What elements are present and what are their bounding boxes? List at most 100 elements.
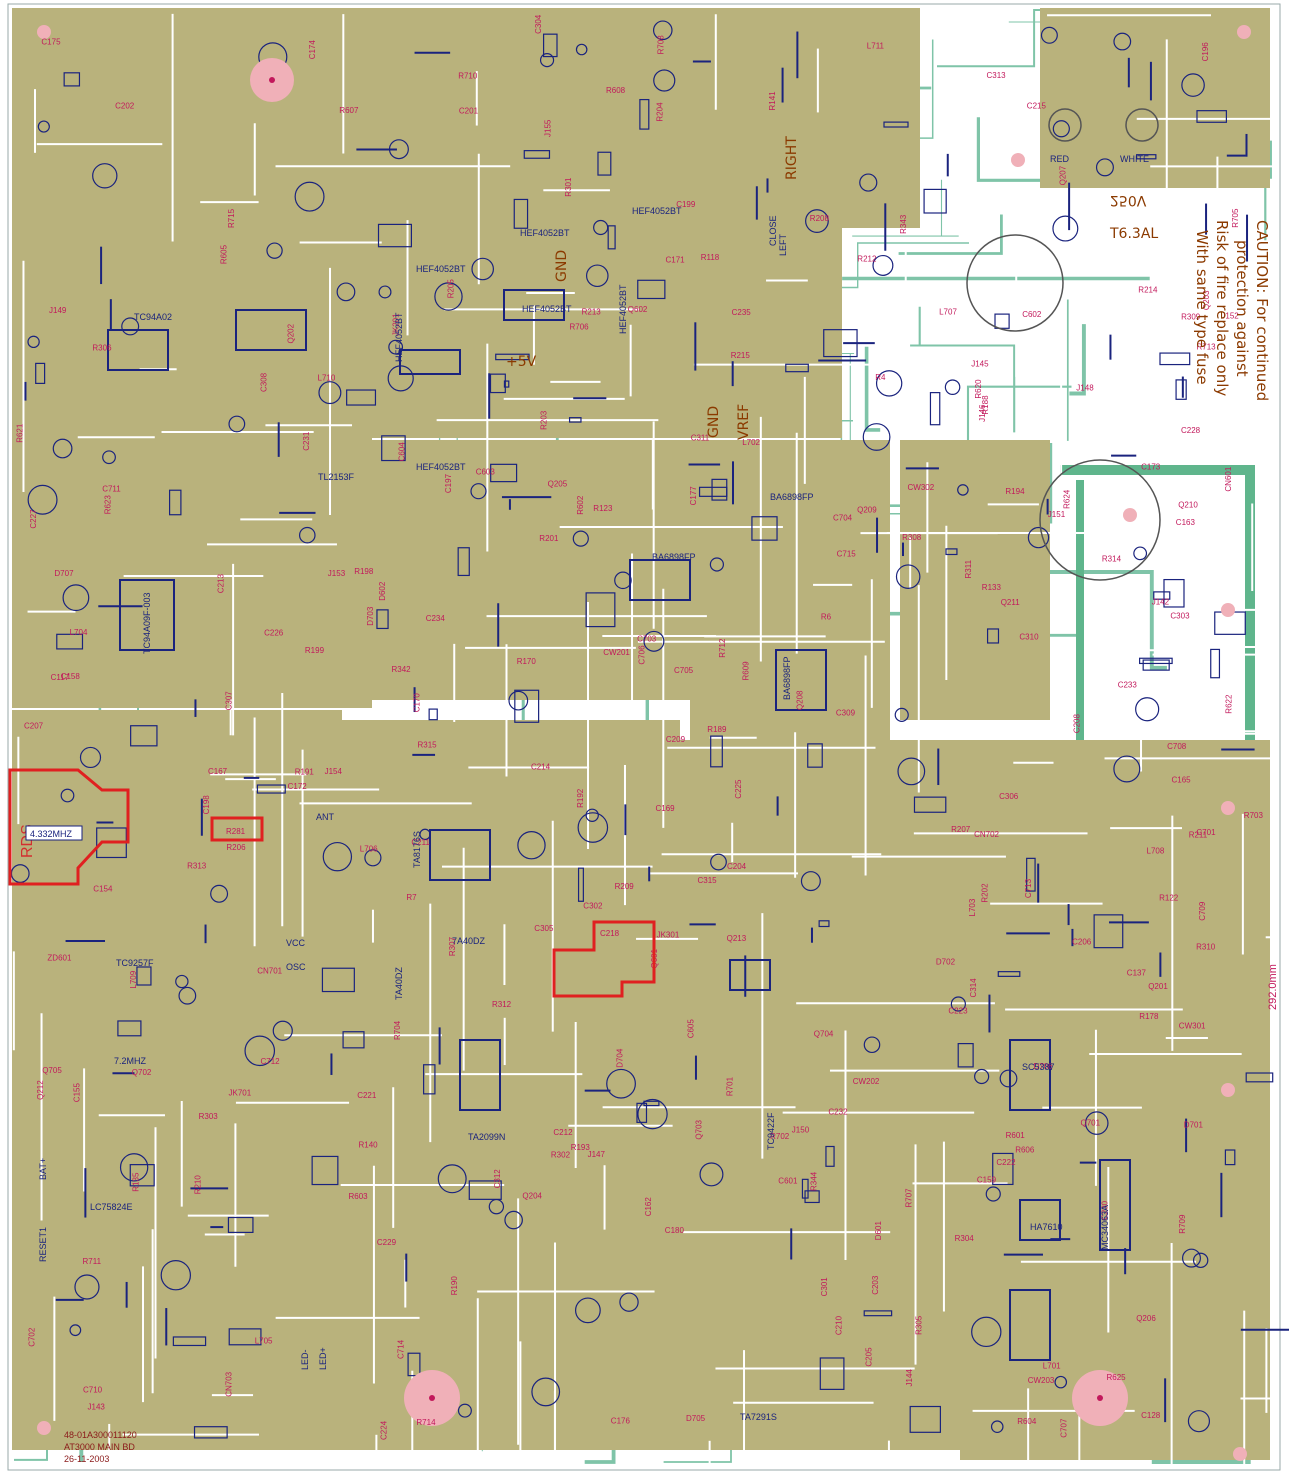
part-label: L710 [318, 374, 336, 383]
capacitor-outline [488, 1198, 505, 1215]
part-label: R603 [349, 1192, 369, 1201]
component-outline [863, 1310, 893, 1317]
component-outline [56, 633, 84, 650]
component-outline [909, 1405, 941, 1433]
part-label: R712 [718, 638, 727, 658]
pad [1011, 153, 1025, 167]
part-label: L707 [939, 308, 957, 317]
part-label: C312 [493, 1169, 502, 1189]
part-label: R344 [810, 1171, 819, 1191]
capacitor-outline [1052, 120, 1070, 138]
part-label: R702 [770, 1132, 790, 1141]
capacitor-outline [60, 788, 75, 803]
part-label: R624 [1063, 489, 1072, 509]
component-outline [428, 708, 438, 721]
component-outline [117, 1020, 142, 1037]
capacitor-outline [990, 1420, 1004, 1434]
part-label: L708 [1147, 847, 1165, 856]
bat-plus-label: BAT+ [38, 1158, 48, 1180]
part-label: D706 [1034, 1062, 1054, 1071]
pad [1233, 1447, 1247, 1461]
part-label: L709 [129, 970, 138, 988]
part-label: C199 [676, 200, 696, 209]
part-label: R178 [1139, 1012, 1159, 1021]
capacitor-outline [805, 209, 829, 233]
part-label: J151 [1048, 510, 1066, 519]
part-label: R621 [15, 423, 24, 443]
capacitor-outline [859, 173, 878, 192]
component-outline [637, 279, 666, 300]
pcb-trace [1069, 324, 1086, 396]
part-label: L704 [70, 628, 88, 637]
part-label: R601 [1006, 1131, 1026, 1140]
component-outline [785, 363, 809, 373]
capacitor-outline [872, 254, 894, 276]
component-outline [1196, 110, 1227, 123]
part-label: R713 [1197, 343, 1217, 352]
capacitor-outline [863, 1036, 881, 1054]
capacitor-outline [175, 974, 189, 989]
ic-label: HEF4052BT [394, 312, 404, 362]
part-label: Q702 [132, 1068, 152, 1077]
part-label: C301 [820, 1277, 829, 1297]
capacitor-outline [27, 335, 40, 349]
pad [1221, 1083, 1235, 1097]
part-label: C225 [734, 779, 743, 799]
part-label: R706 [570, 323, 590, 332]
part-label: C702 [27, 1327, 36, 1347]
copper-region [880, 740, 1270, 1300]
component-outline [994, 313, 1010, 329]
part-label: J154 [325, 767, 343, 776]
part-label: R307 [448, 936, 457, 956]
part-label: L705 [255, 1337, 273, 1346]
part-label: Q213 [727, 934, 747, 943]
part-label: C703 [637, 634, 657, 643]
part-label: Q201 [1148, 982, 1168, 991]
c218-label: C218 [600, 929, 620, 938]
copper-region [340, 720, 680, 1280]
r281-label: R281 [226, 827, 246, 836]
copper-region [1040, 8, 1270, 188]
part-label: C706 [637, 645, 646, 665]
part-label: C701 [1196, 828, 1216, 837]
component-outline [542, 33, 558, 58]
rca-jack-white [1125, 108, 1159, 142]
capacitor-outline [637, 1098, 668, 1130]
pad [37, 1421, 51, 1435]
ic-label: TC9257F [116, 958, 154, 968]
part-label: Q209 [857, 506, 877, 515]
component-outline [193, 1426, 228, 1439]
capacitor-outline [102, 450, 116, 465]
capacitor-outline [894, 707, 909, 722]
part-label: CW203 [1028, 1376, 1055, 1385]
part-label: C167 [208, 767, 228, 776]
part-label: C227 [29, 509, 38, 529]
part-label: R623 [104, 495, 113, 515]
part-label: J144 [905, 1369, 914, 1387]
board-id: 48-01A300011120 [64, 1430, 137, 1440]
part-label: Q204 [522, 1192, 542, 1201]
capacitor-outline [457, 1403, 472, 1418]
part-label: R192 [576, 788, 585, 808]
part-label: C705 [674, 666, 694, 675]
copper-region [680, 740, 880, 1240]
part-label: D703 [366, 606, 375, 626]
ic-label: LC75824E [90, 1202, 133, 1212]
part-label: R204 [655, 102, 664, 122]
component-outline [577, 867, 584, 902]
capacitor-outline [1187, 1410, 1211, 1433]
capacitor-outline [1052, 215, 1079, 242]
part-label: R205 [447, 279, 456, 299]
part-label: C222 [996, 1158, 1016, 1167]
capacitor-outline [1135, 697, 1160, 722]
part-label: D602 [378, 581, 387, 601]
capacitor-outline [1054, 1375, 1068, 1389]
capacitor-outline [388, 339, 404, 355]
component-outline [804, 1190, 820, 1204]
ic-label: HEF4052BT [618, 284, 628, 334]
component-outline [883, 121, 909, 128]
capacitor-outline [27, 484, 58, 515]
component-outline [923, 188, 947, 214]
part-label: R704 [393, 1020, 402, 1040]
